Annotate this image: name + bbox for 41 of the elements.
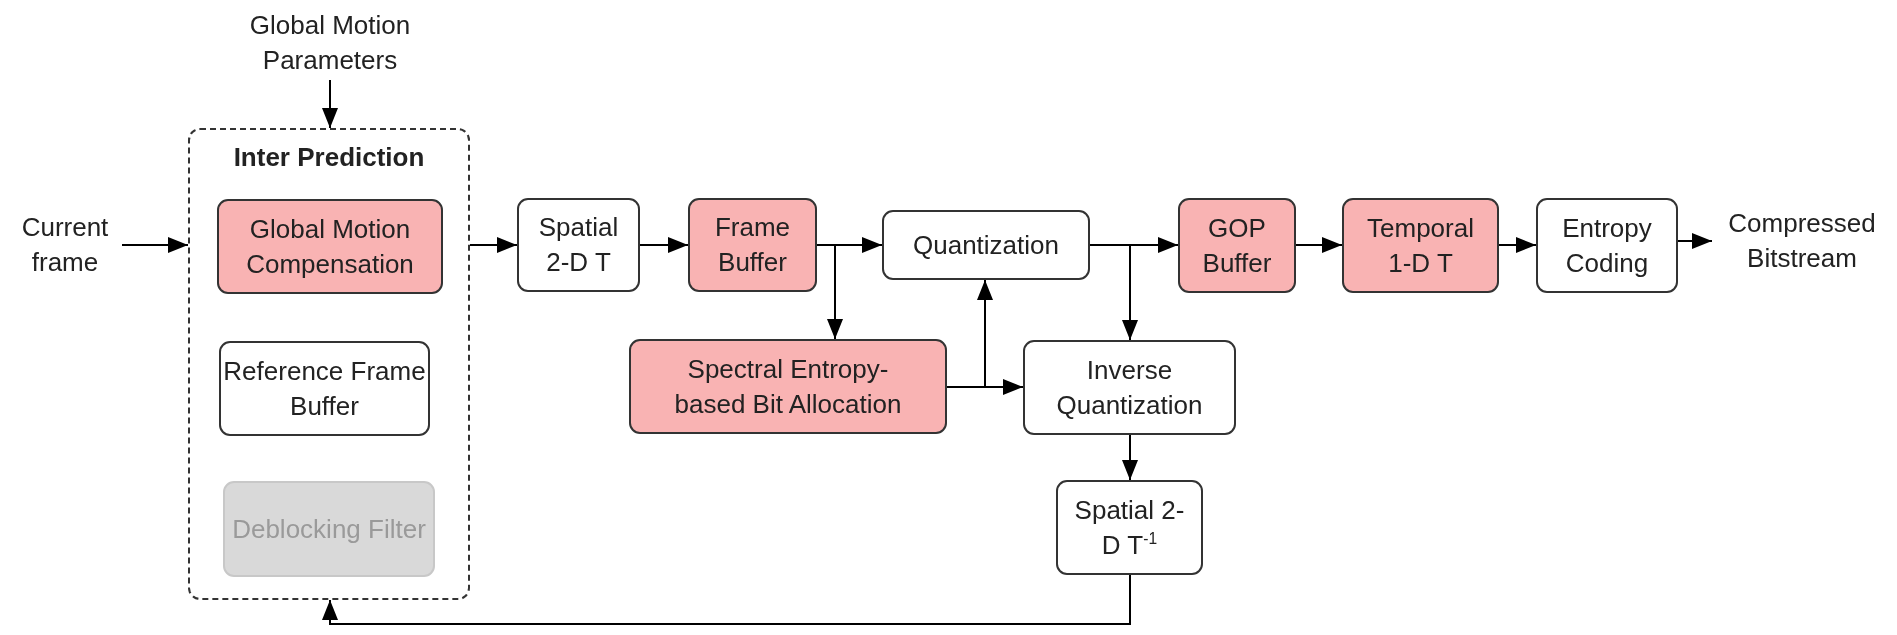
process-box — [1342, 198, 1499, 293]
box-label: Global Motion Compensation — [245, 212, 415, 281]
arrow — [322, 79, 338, 129]
box-label: Entropy Coding — [1561, 211, 1653, 280]
flow-label: Compressed Bitstream — [1712, 204, 1892, 278]
group-heading: Inter Prediction — [233, 141, 425, 174]
arrow — [1089, 244, 1138, 341]
arrow — [121, 237, 189, 253]
box-label: Temporal 1-D T — [1366, 211, 1475, 280]
arrow — [1498, 237, 1537, 253]
flow-label: Global Motion Parameters — [220, 6, 440, 80]
box-label: Quantization — [913, 228, 1059, 262]
arrow — [469, 237, 518, 253]
box-label: Frame Buffer — [713, 211, 792, 279]
arrow — [1295, 237, 1343, 253]
box-label: Spatial 2-D T — [537, 211, 620, 279]
arrow — [816, 244, 843, 340]
dashed-group-box — [188, 128, 470, 600]
process-box — [1056, 480, 1203, 575]
arrow — [322, 574, 1131, 625]
box-label: Spatial 2-D T$^{-1}$ — [1073, 493, 1186, 562]
process-box — [517, 198, 640, 292]
process-box — [629, 339, 947, 434]
box-label: Reference Frame Buffer — [222, 354, 427, 423]
box-label: Spectral Entropy-based Bit Allocation — [673, 352, 903, 421]
arrow — [1677, 233, 1713, 249]
box-label: Deblocking Filter — [232, 512, 426, 546]
arrow — [1122, 434, 1138, 481]
arrow — [639, 237, 689, 253]
box-label: Inverse Quantization — [1055, 353, 1204, 422]
box-label: GOP Buffer — [1201, 211, 1273, 280]
process-box — [1178, 198, 1296, 293]
arrow — [946, 379, 1024, 395]
process-box — [223, 481, 435, 577]
process-box — [1536, 198, 1678, 293]
process-box — [1023, 340, 1236, 435]
process-box — [217, 199, 443, 294]
process-box — [688, 198, 817, 292]
flow-label: Current frame — [8, 208, 122, 282]
process-box — [219, 341, 430, 436]
process-box — [882, 210, 1090, 280]
